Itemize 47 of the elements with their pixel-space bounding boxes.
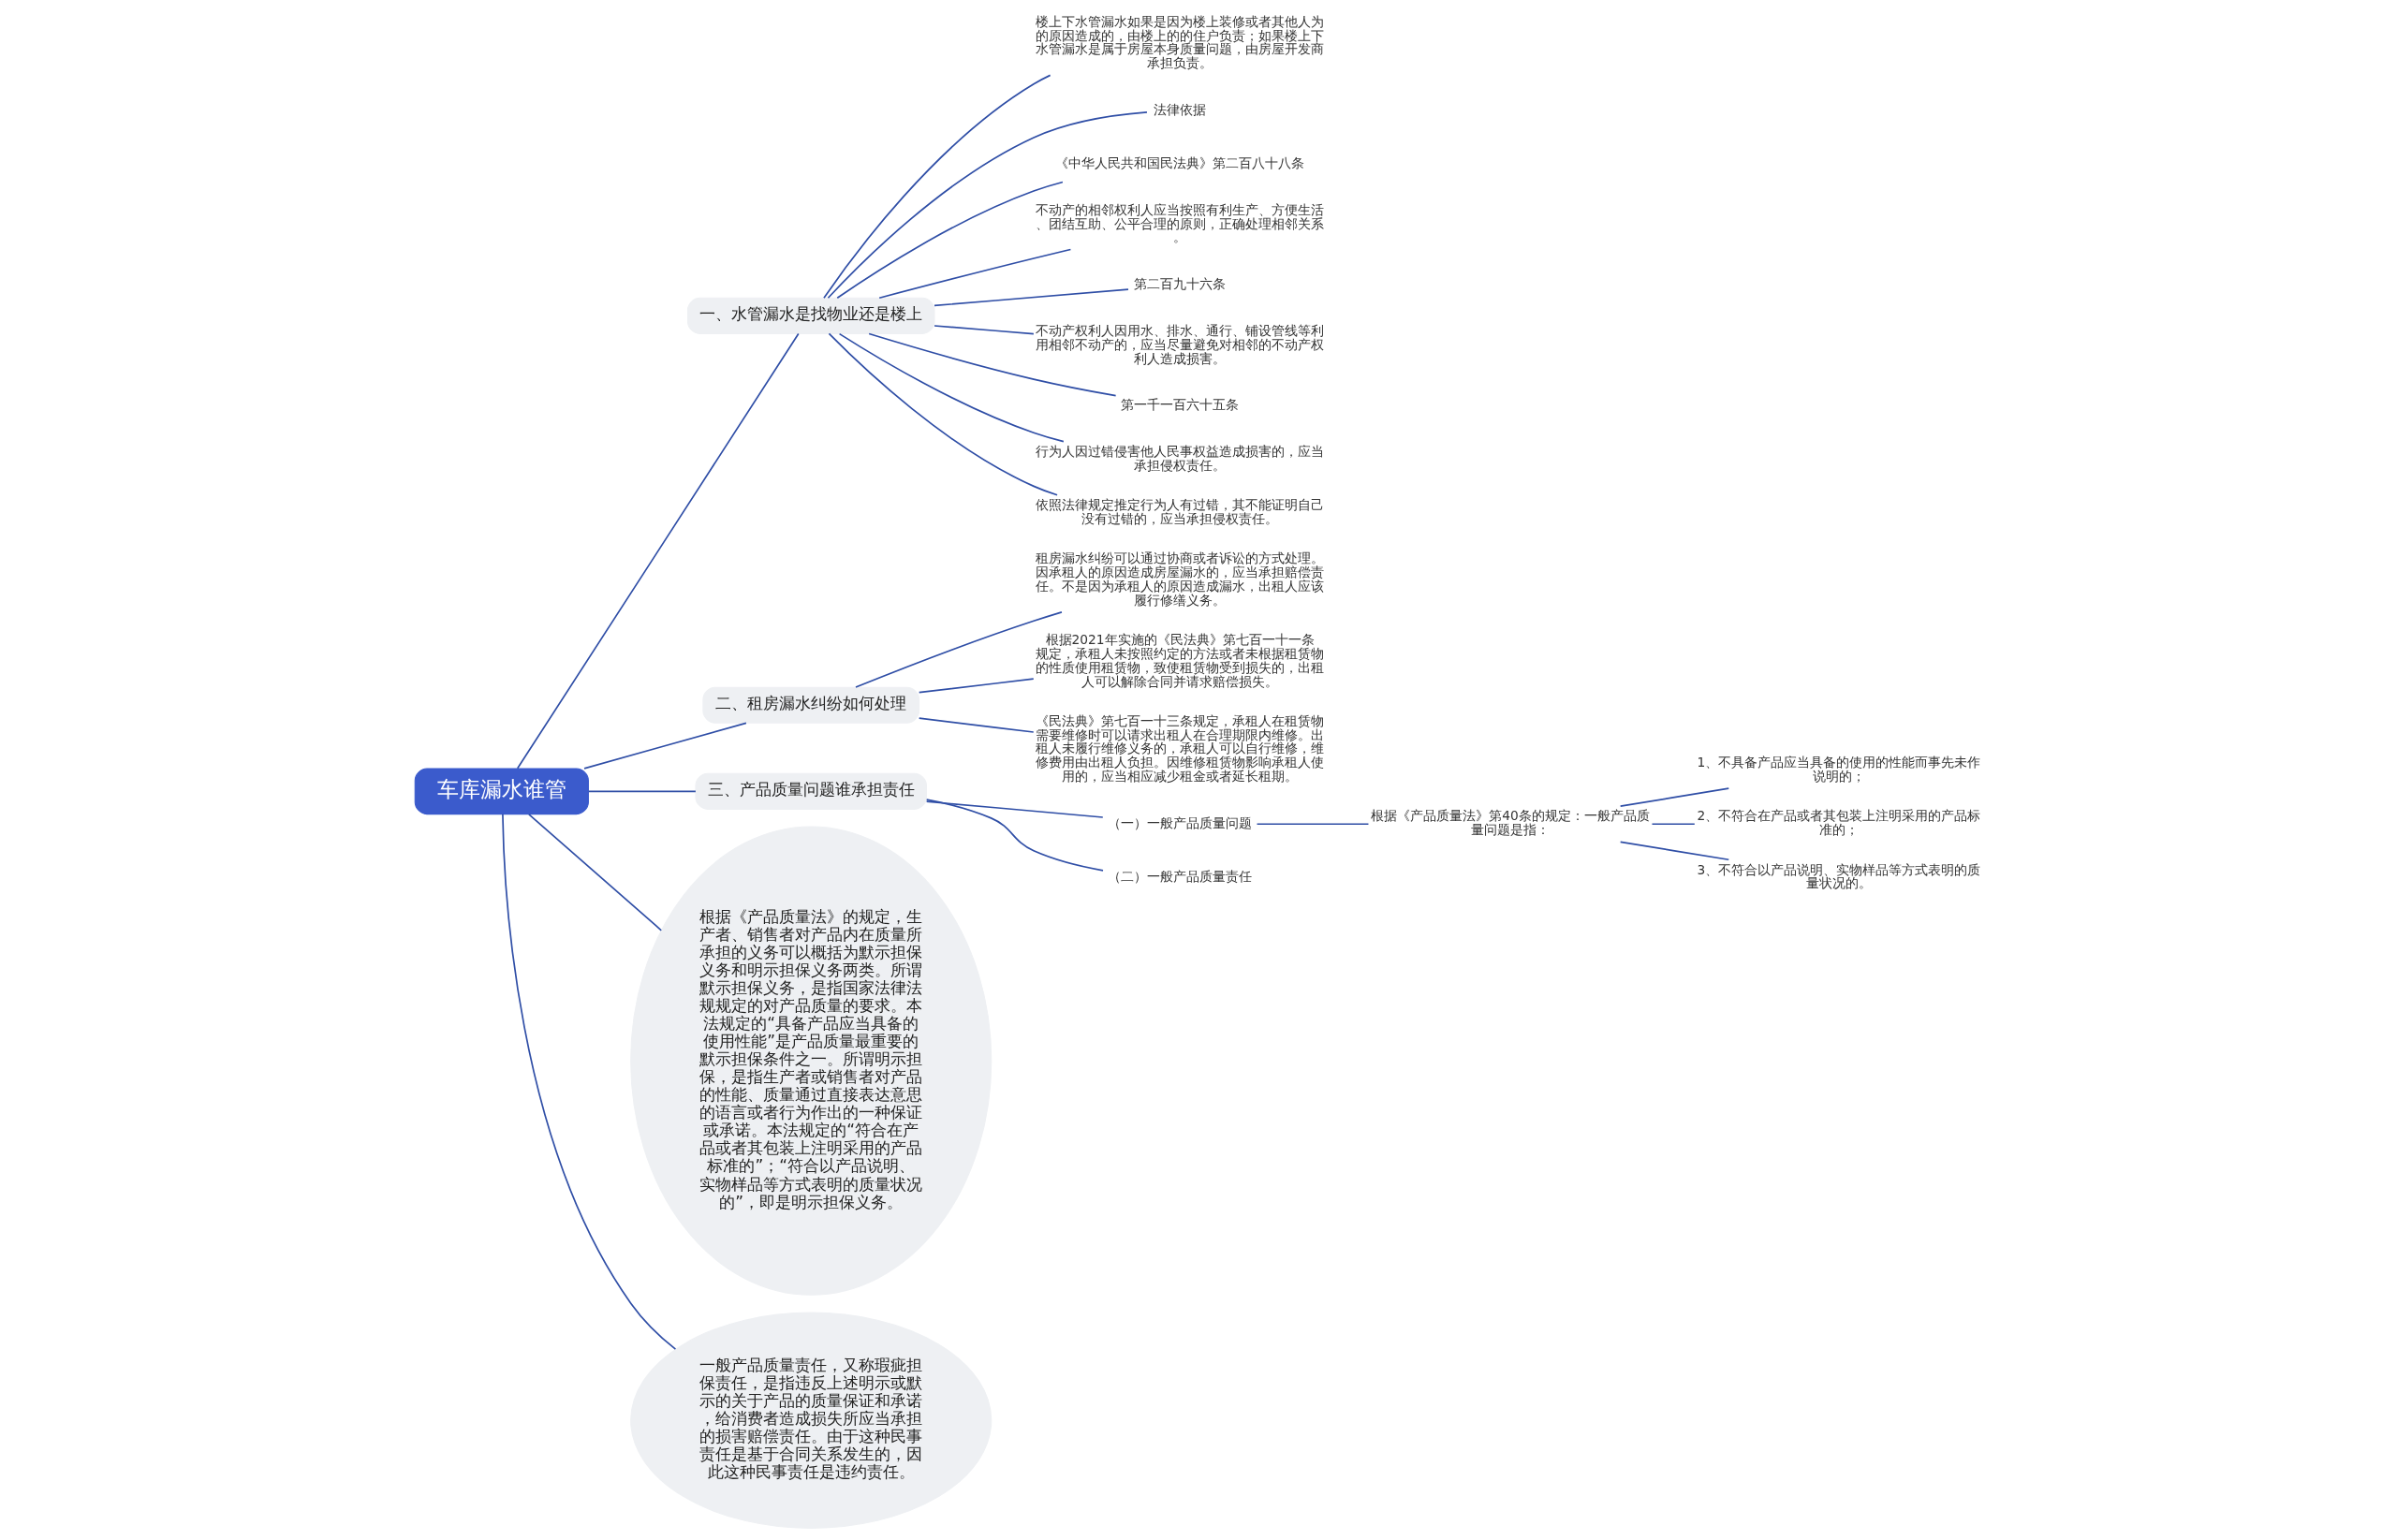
connector [835, 181, 1064, 300]
connector [925, 800, 1104, 818]
node-text: 不动产权利人因用水、排水、通行、铺设管线等利用相邻不动产的，应当尽量避免对相邻的不动产权利人造成损害。 [1035, 322, 1324, 366]
node-text: 依照法律规定推定行为人有过错，其不能证明自己没有过错的，应当承担侵权责任。 [1035, 497, 1324, 526]
connector [1651, 823, 1696, 826]
connector [587, 790, 697, 793]
connector [516, 332, 800, 770]
node-text: 第一千一百六十五条 [1120, 397, 1239, 413]
node-text: 法律依据 [1153, 101, 1206, 117]
connector [838, 332, 1065, 443]
node-text: 根据《产品质量法》第40条的规定：一般产品质量问题是指： [1370, 808, 1650, 838]
connector [867, 332, 1116, 397]
node-text: 第二百九十六条 [1133, 276, 1226, 292]
connector [1619, 841, 1729, 861]
node-box: 二、租房漏水纠纷如何处理 [701, 686, 919, 724]
node-box: 三、产品质量问题谁承担责任 [694, 772, 927, 810]
connector [877, 248, 1071, 300]
node-text: 楼上下水管漏水如果是因为楼上装修或者其他人为的原因造成的，由楼上的的住户负责；如果楼上下水管漏水是属于房屋本身质量问题，由房屋开发商承担负责。 [1035, 13, 1324, 71]
connector [1256, 823, 1369, 826]
node-ellipse: 一般产品质量责任，又称瑕疵担保责任，是指违反上述明示或默示的关于产品的质量保证和承诺，给消费者造成损失所应当承担的损害赔偿责任。由于这种民事责任是基于合同关系发生的，因此这种民事责任是违约责任。 [629, 1312, 992, 1529]
node-text: 2、不符合在产品或者其包装上注明采用的产品标准的； [1696, 808, 1980, 838]
connector [827, 110, 1148, 300]
node-text: （一）一般产品质量问题 [1107, 814, 1252, 830]
connector [925, 799, 1104, 872]
connector [501, 813, 676, 1351]
node-ellipse: 根据《产品质量法》的规定，生产者、销售者对产品内在质量所承担的义务可以概括为默示担保义务和明示担保义务两类。所谓默示担保义务，是指国家法律法规规定的对产品质量的要求。本法规定的“具备产品应当具备的使用性能”是产品质量最重要的默示担保条件之一。所谓明示担保，是指生产者或销售者对产品的性能、质量通过直接表达意思的语言或者行为作出的一种保证或承诺。本法规定的“符合在产品或者其包装上注明采用的产品标准的”；“符合以产品说明、实物样品等方式表明的质量状况的”，即是明示担保义务。 [629, 826, 992, 1296]
connector [527, 814, 662, 931]
connector [933, 325, 1035, 335]
node-text: 不动产的相邻权利人应当按照有利生产、方便生活、团结互助、公平合理的原则，正确处理相邻关系。 [1035, 201, 1324, 245]
connector [1619, 787, 1729, 807]
node-text: 租房漏水纠纷可以通过协商或者诉讼的方式处理。因承租人的原因造成房屋漏水的，应当承担赔偿责任。不是因为承租人的原因造成漏水，出租人应该履行修缮义务。 [1035, 550, 1324, 608]
connector [822, 74, 1051, 300]
node-box: 一、水管漏水是找物业还是楼上 [686, 297, 934, 334]
node-text: 行为人因过错侵害他人民事权益造成损害的，应当承担侵权责任。 [1035, 444, 1324, 473]
node-text: 《民法典》第七百一十三条规定，承租人在租赁物需要维修时可以请求出租人在合理期限内维修。出租人未履行维修义务的，承租人可以自行维修，维修费用由出租人负担。因维修租赁物影响承租人使用的，应当相应减少租金或者延长租期。 [1035, 712, 1324, 785]
connector [933, 288, 1129, 307]
connector [854, 611, 1063, 688]
connector [828, 332, 1058, 496]
connector [918, 678, 1035, 694]
node-text: 3、不符合以产品说明、实物样品等方式表明的质量状况的。 [1696, 861, 1980, 891]
connector [918, 717, 1035, 733]
node-text: 1、不具备产品应当具备的使用的性能而事先未作说明的； [1696, 755, 1980, 785]
node-box: 车库漏水谁管 [414, 768, 589, 815]
node-text: 《中华人民共和国民法典》第二百八十八条 [1054, 155, 1304, 171]
node-text: 根据2021年实施的《民法典》第七百一十一条规定，承租人未按照约定的方法或者未根据租赁物的性质使用租赁物，致使租赁物受到损失的，出租人可以解除合同并请求赔偿损失。 [1035, 632, 1324, 689]
connector [582, 722, 747, 770]
node-text: （二）一般产品质量责任 [1107, 868, 1252, 884]
